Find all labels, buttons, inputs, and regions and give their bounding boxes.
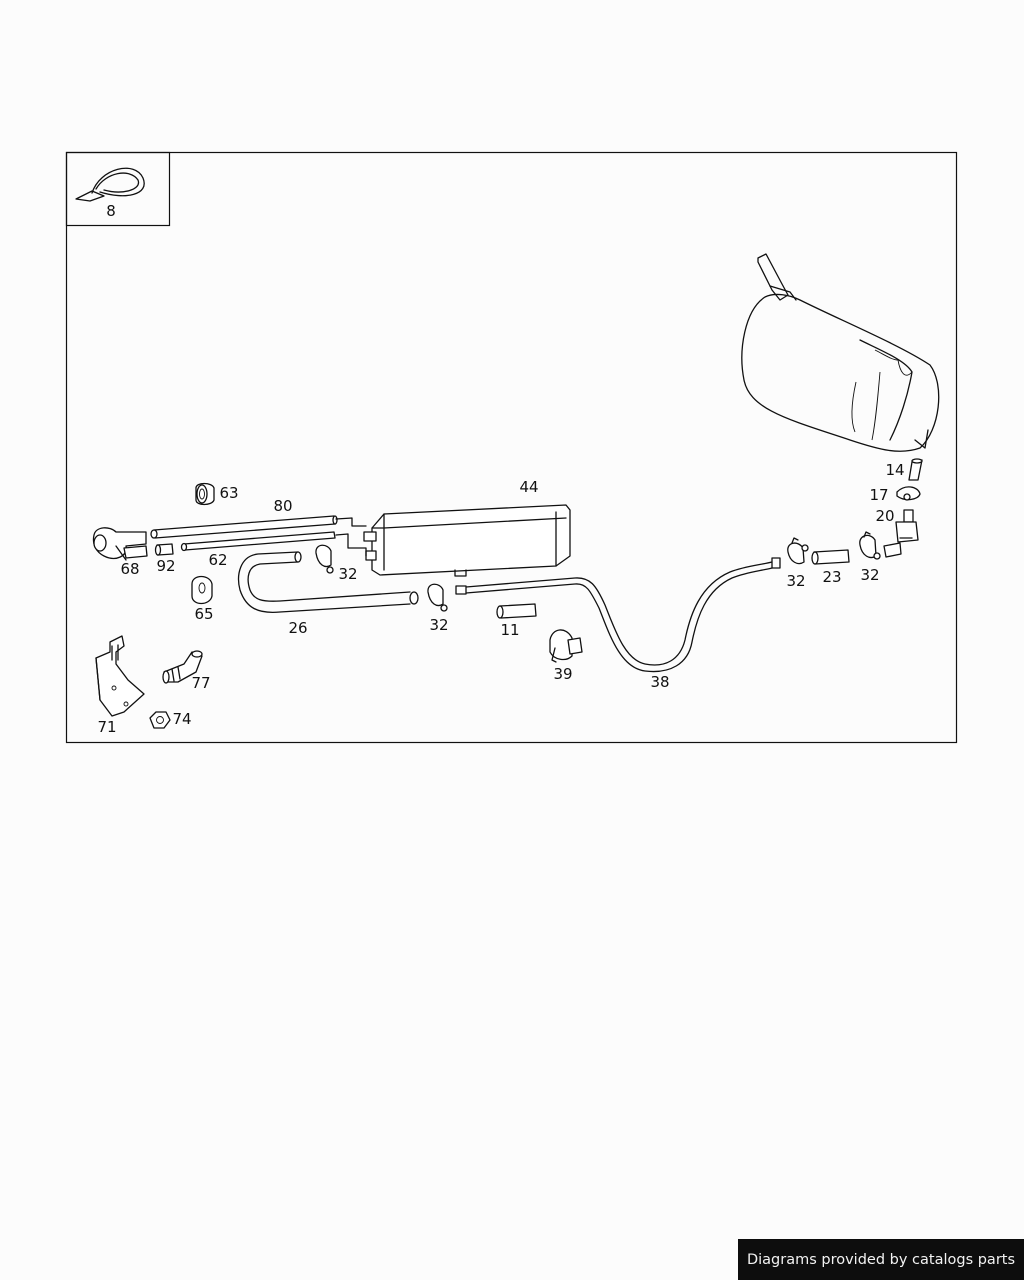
callout-20: 20 — [875, 507, 894, 525]
callout-11: 11 — [500, 621, 519, 639]
callout-74: 74 — [172, 710, 191, 728]
nut-74-icon — [149, 711, 171, 729]
tube-80-icon — [150, 515, 367, 539]
cable-tie-icon — [75, 167, 145, 202]
callout-32a: 32 — [338, 565, 357, 583]
grommet-65-icon — [191, 575, 213, 605]
callout-26: 26 — [288, 619, 307, 637]
diagram-frame — [65, 151, 958, 744]
clamp-32c-icon — [787, 537, 809, 565]
valve-20-icon — [883, 509, 919, 558]
fuel-tank-icon — [741, 253, 940, 452]
tube-62-icon — [180, 531, 367, 557]
callout-32d: 32 — [860, 566, 879, 584]
footer-credit-text: Diagrams provided by catalogs parts — [746, 1251, 1016, 1268]
callout-23: 23 — [822, 568, 841, 586]
callout-17: 17 — [869, 486, 888, 504]
connector-39-icon — [549, 629, 583, 663]
hose-23-icon — [811, 549, 850, 565]
canister-icon — [363, 504, 571, 577]
clamp-32a-icon — [315, 544, 334, 574]
callout-80: 80 — [273, 497, 292, 515]
footer-credit: Diagrams provided by catalogs parts — [738, 1239, 1024, 1280]
connector-68-icon — [92, 527, 148, 561]
callout-8: 8 — [106, 202, 116, 220]
pipe-38-icon — [455, 557, 781, 673]
callout-77: 77 — [191, 674, 210, 692]
clamp-32d-icon — [859, 531, 881, 560]
tube-14-icon — [908, 458, 923, 481]
callout-38: 38 — [650, 673, 669, 691]
grommet-63-icon — [195, 482, 215, 506]
callout-32c: 32 — [786, 572, 805, 590]
clip-17-icon — [896, 486, 921, 501]
bracket-71-icon — [95, 635, 145, 717]
hose-26-icon — [237, 551, 419, 614]
clamp-32b-icon — [427, 583, 448, 612]
inset-box — [65, 151, 171, 227]
elbow-77-icon — [162, 650, 203, 684]
callout-32b: 32 — [429, 616, 448, 634]
hose-11-icon — [496, 603, 537, 619]
callout-71: 71 — [97, 718, 116, 736]
callout-63: 63 — [219, 484, 238, 502]
callout-44: 44 — [519, 478, 538, 496]
callout-62: 62 — [208, 551, 227, 569]
callout-65: 65 — [194, 605, 213, 623]
callout-68: 68 — [120, 560, 139, 578]
callout-92: 92 — [156, 557, 175, 575]
tube-92-icon — [154, 543, 174, 556]
callout-39: 39 — [553, 665, 572, 683]
callout-14: 14 — [885, 461, 904, 479]
